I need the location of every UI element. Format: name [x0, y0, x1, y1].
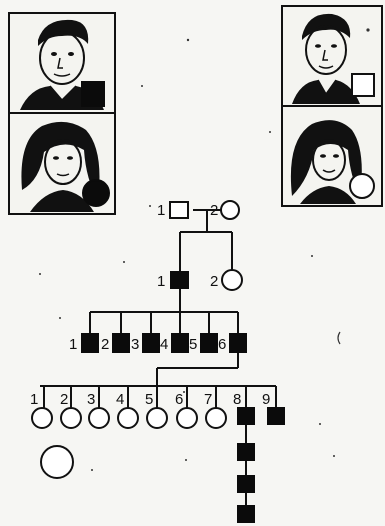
generation-4: 1 2 3 4 5 6 7 8: [30, 391, 285, 429]
gen5-unaffected-female: [40, 445, 74, 479]
gen4-individual-7: 7: [204, 391, 227, 429]
gen4-label-6: 6: [175, 391, 183, 408]
gen4-individual-2: 2: [60, 391, 82, 429]
gen4-label-5: 5: [145, 391, 153, 408]
boy-face-illustration: [292, 13, 360, 104]
gen4-individual-4: 4: [116, 391, 139, 429]
gen4-label-7: 7: [204, 391, 212, 408]
gen2-individual-1: 1: [157, 271, 189, 290]
pedigree-lines: [40, 209, 277, 512]
gen4-label-8: 8: [233, 391, 241, 408]
gen1-individual-1: 1: [157, 201, 189, 219]
gen4-label-1: 1: [30, 391, 38, 408]
gen3-individual-3: 3: [131, 333, 160, 353]
generation-5: [40, 443, 255, 523]
gen3-label-6: 6: [218, 336, 226, 353]
gen3-label-4: 4: [160, 336, 168, 353]
gen3-individual-6: 6: [218, 333, 247, 353]
gen3-label-3: 3: [131, 336, 139, 353]
gen4-individual-8: 8: [233, 391, 255, 425]
gen4-label-4: 4: [116, 391, 124, 408]
portrait-panel-right: [281, 5, 383, 207]
portrait-panel-left: [8, 12, 116, 215]
generation-2: 1 2: [157, 269, 243, 291]
descendant-affected-male-1: [237, 443, 255, 461]
male-portrait-right: [281, 5, 383, 107]
generation-1: 1 2: [157, 200, 240, 220]
gen3-individual-2: 2: [101, 333, 130, 353]
unaffected-male-symbol: [351, 73, 375, 97]
gen1-individual-2: 2: [210, 200, 240, 220]
gen1-label-2: 2: [210, 202, 218, 219]
gen3-individual-4: 4: [160, 333, 189, 353]
female-portrait-left: [8, 112, 116, 215]
gen4-individual-5: 5: [145, 391, 168, 429]
affected-female-symbol: [82, 179, 110, 207]
gen4-individual-9: 9: [262, 391, 285, 425]
girl-face-illustration: [290, 120, 362, 204]
gen3-individual-5: 5: [189, 333, 218, 353]
female-portrait-right: [281, 105, 383, 207]
affected-male-symbol: [81, 81, 105, 107]
generation-3: 1 2 3 4 5 6: [69, 333, 247, 353]
male-portrait-left: [8, 12, 116, 114]
descendant-affected-male-2: [237, 475, 255, 493]
girl-face-illustration: [21, 121, 100, 212]
gen4-individual-3: 3: [87, 391, 110, 429]
gen3-label-2: 2: [101, 336, 109, 353]
gen3-label-1: 1: [69, 336, 77, 353]
gen4-individual-1: 1: [30, 391, 53, 429]
unaffected-female-symbol: [349, 173, 375, 199]
gen4-label-3: 3: [87, 391, 95, 408]
gen2-label-1: 1: [157, 273, 165, 290]
gen2-individual-2: 2: [210, 269, 243, 291]
gen4-individual-6: 6: [175, 391, 198, 429]
descendant-affected-male-3: [237, 505, 255, 523]
gen3-label-5: 5: [189, 336, 197, 353]
gen4-label-9: 9: [262, 391, 270, 408]
gen2-label-2: 2: [210, 273, 218, 290]
scan-speckles: [39, 28, 370, 471]
gen1-label-1: 1: [157, 202, 165, 219]
gen4-label-2: 2: [60, 391, 68, 408]
gen3-individual-1: 1: [69, 333, 99, 353]
